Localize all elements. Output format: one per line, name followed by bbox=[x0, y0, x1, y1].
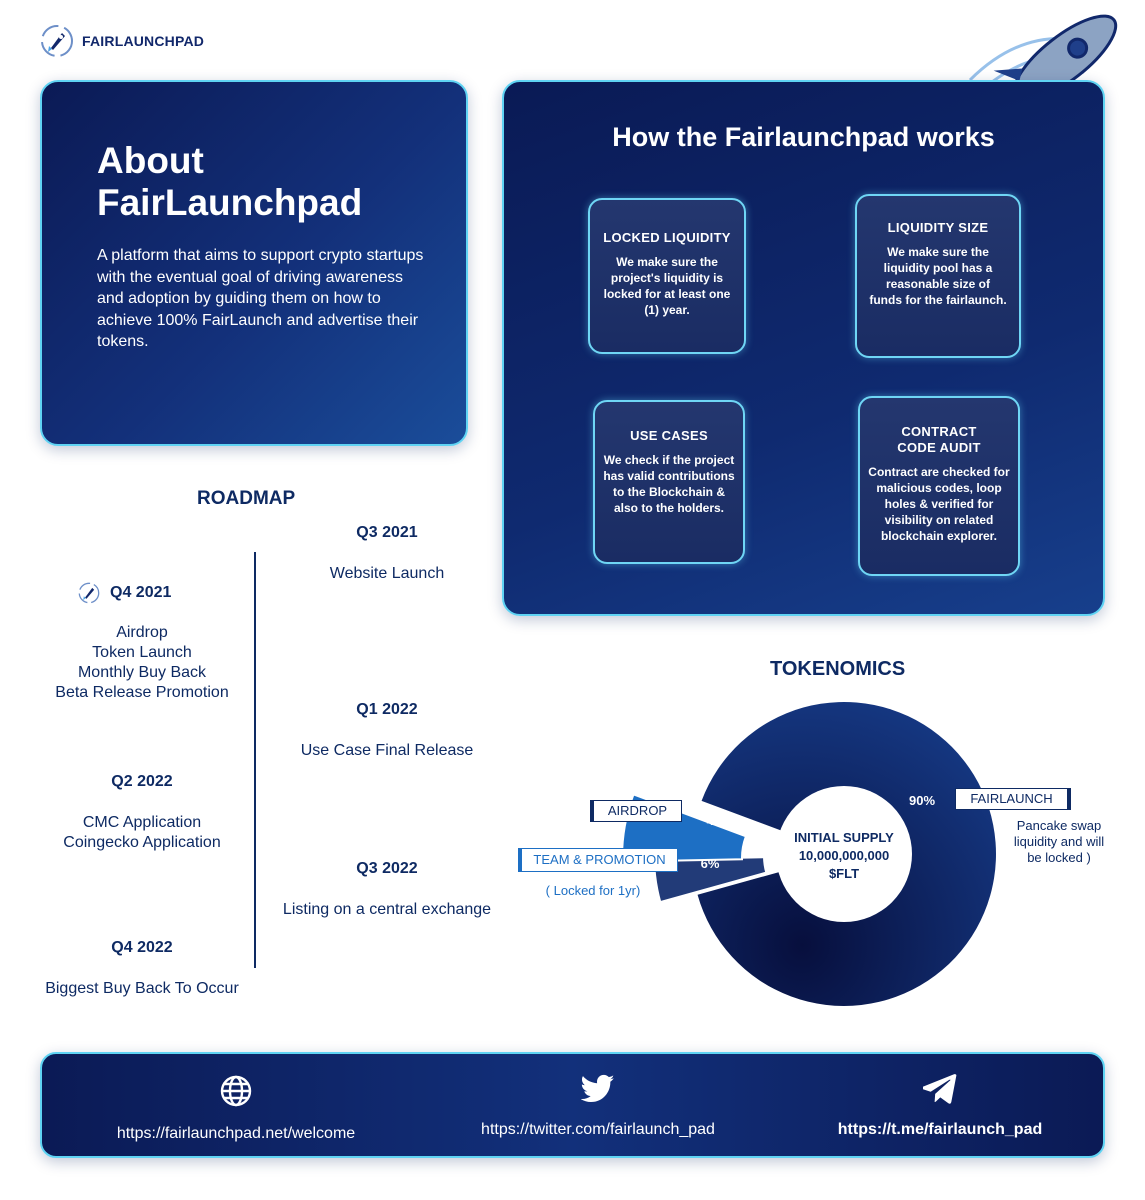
percent-label-fairlaunch: 90% bbox=[909, 793, 935, 808]
footer-link-text[interactable]: https://t.me/fairlaunch_pad bbox=[837, 1121, 1043, 1138]
roadmap-quarter: Q2 2022 bbox=[111, 773, 173, 790]
roadmap-quarter: Q3 2022 bbox=[356, 860, 418, 877]
brand-name: FAIRLAUNCHPAD bbox=[82, 33, 205, 49]
footer-link-website[interactable]: https://fairlaunchpad.net/welcome bbox=[76, 1074, 396, 1143]
feature-card-contract-code-audit: CONTRACT CODE AUDIT Contract are checked… bbox=[858, 396, 1020, 576]
roadmap-timeline-line bbox=[254, 552, 256, 968]
feature-title: CONTRACT CODE AUDIT bbox=[897, 424, 981, 455]
roadmap-milestone-q4-2021-header: Q4 2021 bbox=[78, 582, 171, 604]
footer-link-twitter[interactable]: https://twitter.com/fairlaunch_pad bbox=[438, 1074, 758, 1139]
brand-logo[interactable]: FAIRLAUNCHPAD bbox=[40, 24, 204, 58]
roadmap-item: Airdrop bbox=[116, 624, 168, 641]
rocket-logo-icon bbox=[78, 582, 100, 604]
rocket-logo-icon bbox=[41, 25, 73, 57]
feature-card-locked-liquidity: LOCKED LIQUIDITY We make sure the projec… bbox=[588, 198, 746, 354]
roadmap-items-q3-2022: Listing on a central exchange bbox=[262, 900, 512, 920]
feature-title: USE CASES bbox=[630, 428, 708, 443]
how-it-works-panel: How the Fairlaunchpad works LOCKED LIQUI… bbox=[502, 80, 1105, 616]
twitter-icon bbox=[580, 1074, 615, 1103]
roadmap-item: Listing on a central exchange bbox=[282, 901, 492, 918]
roadmap-item: Website Launch bbox=[329, 565, 445, 582]
roadmap-quarter: Q4 2022 bbox=[111, 939, 173, 956]
roadmap-title: ROADMAP bbox=[197, 488, 296, 509]
roadmap-items-q1-2022: Use Case Final Release bbox=[272, 741, 502, 761]
roadmap-items-q4-2021: Airdrop Token Launch Monthly Buy Back Be… bbox=[30, 623, 254, 703]
donut-center-hole bbox=[776, 786, 912, 922]
donut-segment-fairlaunch bbox=[697, 701, 996, 1006]
feature-description: We make sure the liquidity pool has a re… bbox=[869, 245, 1007, 307]
telegram-icon bbox=[921, 1074, 957, 1104]
about-title: About FairLaunchpad bbox=[97, 140, 363, 223]
center-label-line3: $FLT bbox=[829, 866, 859, 881]
roadmap-quarter: Q4 2021 bbox=[110, 584, 172, 601]
roadmap-item: Token Launch bbox=[92, 644, 192, 661]
center-label-line1: INITIAL SUPPLY bbox=[794, 830, 894, 845]
legend-note-fairlaunch: Pancake swap liquidity and will be locke… bbox=[1013, 818, 1105, 865]
roadmap-items-q3-2021: Website Launch bbox=[277, 564, 497, 584]
roadmap-item: Beta Release Promotion bbox=[55, 684, 229, 701]
center-label-line2: 10,000,000,000 bbox=[799, 848, 889, 863]
legend-tag-team-promotion: TEAM & PROMOTION bbox=[518, 848, 678, 872]
how-title: How the Fairlaunchpad works bbox=[612, 122, 995, 152]
roadmap-quarter: Q1 2022 bbox=[356, 701, 418, 718]
feature-description: We check if the project has valid contri… bbox=[603, 453, 735, 515]
roadmap-quarter: Q3 2021 bbox=[356, 524, 418, 541]
feature-title: LIQUIDITY SIZE bbox=[887, 220, 989, 235]
about-card: About FairLaunchpad A platform that aims… bbox=[40, 80, 468, 446]
tokenomics-title: TOKENOMICS bbox=[770, 658, 906, 680]
roadmap-item: Coingecko Application bbox=[63, 834, 221, 851]
legend-tag-fairlaunch: FAIRLAUNCH bbox=[955, 788, 1071, 810]
footer-link-text[interactable]: https://fairlaunchpad.net/welcome bbox=[116, 1125, 356, 1142]
roadmap-items-q2-2022: CMC Application Coingecko Application bbox=[30, 813, 254, 853]
feature-description: We make sure the project's liquidity is … bbox=[603, 255, 731, 317]
percent-label-airdrop: 4% bbox=[707, 813, 726, 828]
roadmap-item: Use Case Final Release bbox=[300, 742, 474, 759]
about-description: A platform that aims to support crypto s… bbox=[97, 247, 424, 350]
footer-link-telegram[interactable]: https://t.me/fairlaunch_pad bbox=[780, 1074, 1100, 1139]
feature-description: Contract are checked for malicious codes… bbox=[868, 465, 1010, 543]
legend-note-team-promotion: ( Locked for 1yr) bbox=[545, 883, 641, 898]
legend-tag-airdrop: AIRDROP bbox=[590, 800, 682, 822]
roadmap-items-q4-2022: Biggest Buy Back To Occur bbox=[20, 979, 264, 999]
footer-link-text[interactable]: https://twitter.com/fairlaunch_pad bbox=[481, 1121, 715, 1138]
roadmap-item: Monthly Buy Back bbox=[77, 664, 207, 681]
feature-card-use-cases: USE CASES We check if the project has va… bbox=[593, 400, 745, 564]
donut-segment-airdrop bbox=[653, 856, 768, 904]
footer-links-bar: https://fairlaunchpad.net/welcome https:… bbox=[40, 1052, 1105, 1158]
feature-card-liquidity-size: LIQUIDITY SIZE We make sure the liquidit… bbox=[855, 194, 1021, 358]
feature-title: LOCKED LIQUIDITY bbox=[603, 230, 731, 245]
globe-icon bbox=[220, 1075, 252, 1107]
roadmap-item: Biggest Buy Back To Occur bbox=[45, 980, 239, 997]
percent-label-team: 6% bbox=[701, 856, 720, 871]
roadmap-item: CMC Application bbox=[82, 814, 202, 831]
